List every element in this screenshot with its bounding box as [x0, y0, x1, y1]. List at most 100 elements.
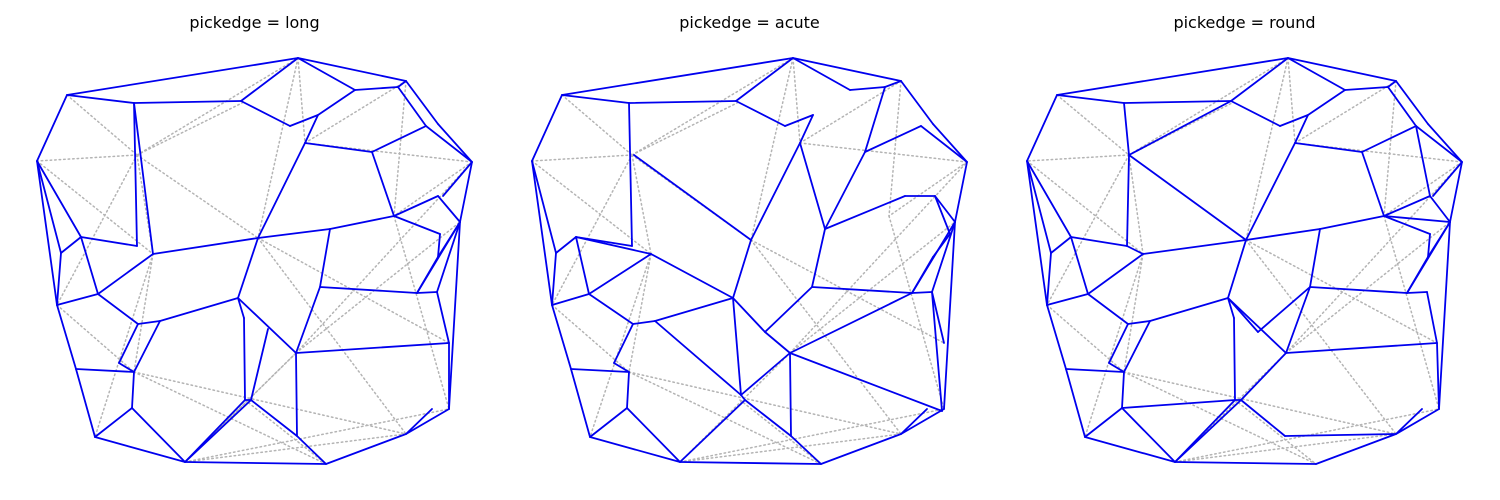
mesh-edge — [1065, 368, 1086, 438]
mesh-edge — [790, 435, 822, 465]
mesh-edge — [137, 320, 161, 325]
mesh-edge — [931, 221, 956, 293]
mesh-edge — [934, 195, 951, 235]
mesh-edge — [1123, 100, 1232, 104]
mesh-edge — [1026, 160, 1072, 238]
triangulation-edge — [589, 253, 652, 438]
mesh-edge — [295, 286, 321, 354]
mesh-edge — [920, 125, 968, 163]
mesh-edge — [118, 323, 139, 364]
mesh-edge — [884, 80, 902, 88]
mesh-edge — [437, 233, 441, 258]
mesh-edge — [1315, 433, 1397, 465]
mesh-edge — [1108, 323, 1129, 364]
mesh-edge — [900, 80, 934, 125]
triangulation-edge — [244, 399, 327, 465]
mesh-edge — [789, 292, 913, 354]
triangulation-edge — [750, 239, 945, 344]
triangulation-edge — [1383, 80, 1397, 217]
mesh-edge — [1056, 57, 1289, 96]
triangulation-edge — [789, 221, 956, 354]
mesh-edge — [1084, 407, 1123, 438]
mesh-edge — [56, 293, 99, 306]
triangulation-edge — [304, 80, 407, 144]
mesh-edge — [319, 228, 331, 288]
mesh-edge — [1026, 160, 1052, 254]
panel-acute: pickedge = acute — [502, 0, 997, 500]
triangulation-edge — [561, 94, 633, 156]
mesh-edge — [250, 328, 269, 401]
mesh-edge — [1383, 215, 1431, 235]
mesh-edge — [329, 215, 395, 230]
mesh-edge — [56, 252, 62, 306]
mesh-edge — [654, 320, 742, 396]
mesh-edge — [1415, 125, 1463, 163]
triangulation-edge — [1123, 253, 1144, 373]
mesh-edge — [36, 94, 68, 162]
mesh-edge — [1174, 399, 1242, 463]
triangulation-edge — [66, 94, 138, 156]
mesh-edge — [911, 256, 934, 294]
mesh-edge — [900, 408, 928, 435]
mesh-edge — [932, 123, 968, 163]
mesh-edge — [1287, 57, 1346, 91]
mesh-edge — [1126, 154, 1130, 247]
triangulation-edge — [133, 253, 154, 373]
mesh-edge — [531, 160, 553, 306]
mesh-edge — [792, 57, 851, 91]
mesh-edge — [789, 352, 943, 412]
mesh-edge — [589, 407, 628, 438]
triangulation-edge — [628, 253, 652, 373]
mesh-edge — [931, 291, 945, 344]
mesh-edge — [159, 297, 239, 322]
mesh-edge — [1279, 114, 1309, 127]
mesh-edge — [1287, 57, 1397, 82]
triangulation-edge — [1285, 221, 1451, 354]
mesh-edge — [94, 407, 133, 438]
mesh-edge — [900, 408, 945, 435]
mesh-edge — [237, 297, 297, 354]
mesh-edge — [1361, 125, 1417, 153]
mesh-edge — [240, 57, 299, 102]
mesh-edge — [811, 228, 826, 288]
mesh-edge — [393, 195, 439, 217]
triangulation-edge — [631, 102, 738, 156]
mesh-edge — [1406, 291, 1428, 294]
mesh-edge — [679, 399, 746, 463]
mesh-edge — [1046, 293, 1089, 306]
mesh-edge — [437, 123, 473, 163]
mesh-edge — [1429, 195, 1451, 223]
mesh-edge — [1383, 195, 1431, 217]
mesh-edge — [626, 371, 630, 409]
mesh-edge — [133, 100, 242, 104]
mesh-edge — [257, 142, 306, 239]
triangulation-edge — [1245, 57, 1289, 241]
mesh-edge — [1065, 368, 1125, 373]
triangulation-edge — [136, 154, 154, 255]
mesh-edge — [36, 160, 58, 306]
mesh-edge — [551, 252, 557, 306]
mesh-edge — [397, 86, 427, 127]
mesh-edge — [1142, 239, 1247, 255]
triangulation-edge — [1026, 154, 1130, 162]
triangulation-edge — [551, 154, 633, 306]
mesh-edge — [1294, 142, 1363, 153]
mesh-edge — [1149, 297, 1229, 322]
triangulation-edge — [295, 221, 461, 354]
triangulation-edge — [136, 154, 259, 239]
mesh-edge — [1284, 433, 1397, 437]
mesh-edge — [588, 253, 652, 295]
mesh-edge — [1046, 252, 1052, 306]
triangulation-edge — [1123, 371, 1397, 435]
mesh-edge — [152, 237, 259, 255]
mesh-edge — [1050, 236, 1072, 254]
mesh-edge — [1427, 233, 1431, 258]
mesh-edge — [1285, 286, 1311, 354]
mesh-edge — [864, 86, 886, 153]
mesh-edge — [1438, 221, 1451, 410]
mesh-edge — [1230, 100, 1281, 127]
mesh-edge — [1227, 297, 1235, 319]
triangulation-edge — [1245, 239, 1438, 344]
mesh-edge — [531, 160, 557, 254]
mesh-edge — [1427, 123, 1463, 163]
